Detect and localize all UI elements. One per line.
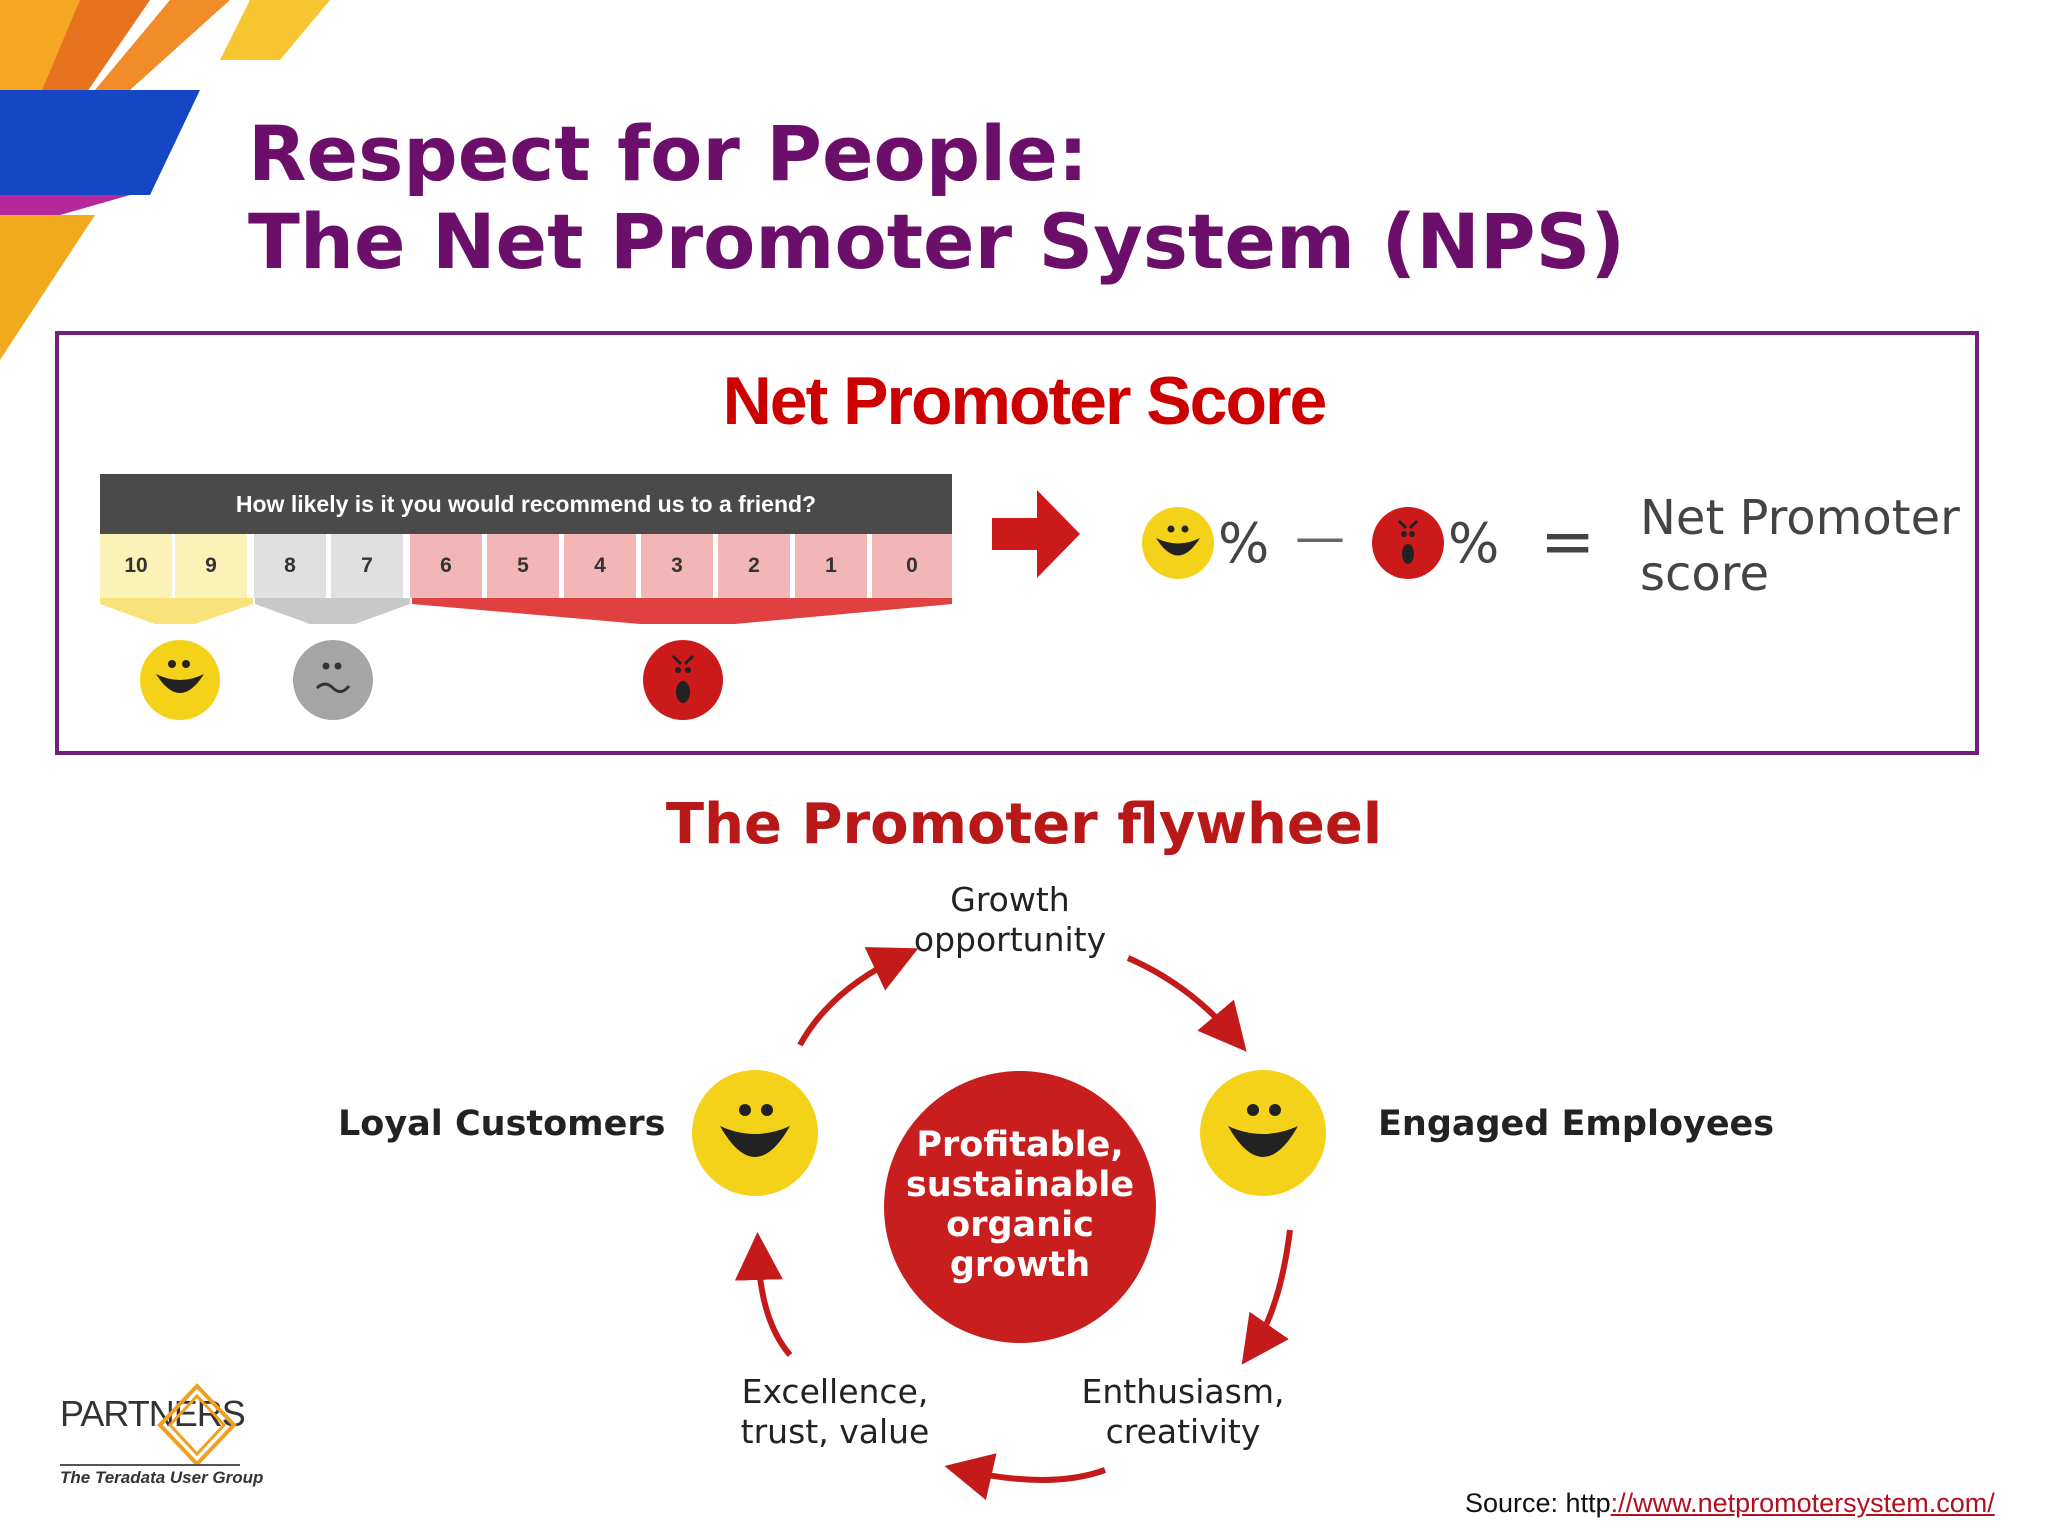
flywheel-arrow-bottom <box>944 1453 1107 1501</box>
flywheel-bottom-left-line-1: Excellence, <box>741 1372 929 1411</box>
score-cell: 10 <box>100 534 175 598</box>
happy-face-icon <box>1142 507 1214 579</box>
diamond-logo-icon <box>157 1383 237 1467</box>
flywheel-top-label-line-1: Growth <box>950 880 1070 919</box>
flywheel-bottom-right-line-1: Enthusiasm, <box>1081 1372 1285 1411</box>
nps-heading: Net Promoter Score <box>722 363 1328 439</box>
slide-title-line-2: The Net Promoter System (NPS) <box>248 197 1626 286</box>
flywheel-bottom-right-line-2: creativity <box>1105 1412 1261 1451</box>
score-cell: 4 <box>564 534 639 598</box>
score-cell: 9 <box>175 534 250 598</box>
neutral-face-icon <box>293 640 373 720</box>
source-citation: Source: http://www.netpromotersystem.com… <box>1465 1488 1995 1519</box>
flywheel-arrow-top-right <box>1126 955 1247 1052</box>
happy-face-icon <box>140 640 220 720</box>
detractor-percent-sign: % <box>1448 512 1500 575</box>
detractor-bracket <box>412 598 952 624</box>
flywheel-arrow-right <box>1241 1229 1293 1365</box>
happy-face-icon <box>1200 1070 1326 1196</box>
loyal-customers-label: Loyal Customers <box>338 1104 666 1144</box>
flywheel-diagram <box>734 947 1293 1501</box>
flywheel-top-label-line-2: opportunity <box>913 920 1107 959</box>
center-text-line-4: growth <box>949 1245 1091 1285</box>
equals-sign: = <box>1540 503 1596 580</box>
score-cell: 0 <box>872 534 952 598</box>
source-link[interactable]: ://www.netpromotersystem.com/ <box>1610 1488 1995 1518</box>
score-cell: 3 <box>641 534 716 598</box>
score-cell: 6 <box>410 534 485 598</box>
right-arrow-icon <box>992 490 1080 578</box>
flywheel-title: The Promoter flywheel <box>665 792 1383 857</box>
logo-divider <box>60 1464 240 1466</box>
passive-bracket <box>255 598 410 624</box>
center-growth-text: Profitable, sustainable organic growth <box>885 1125 1155 1285</box>
score-cell: 2 <box>718 534 793 598</box>
score-cell: 7 <box>331 534 406 598</box>
engaged-employees-label: Engaged Employees <box>1378 1104 1775 1144</box>
center-text-line-3: organic <box>946 1205 1094 1245</box>
corner-decoration <box>0 0 330 360</box>
nps-result-line-1: Net Promoter <box>1640 490 1960 546</box>
score-cell: 1 <box>795 534 870 598</box>
angry-face-icon <box>1372 507 1444 579</box>
score-cell: 5 <box>487 534 562 598</box>
promoter-percent-sign: % <box>1218 512 1270 575</box>
nps-result-line-2: score <box>1640 546 1769 602</box>
nps-question: How likely is it you would recommend us … <box>100 474 952 534</box>
score-group-brackets <box>100 598 952 624</box>
minus-sign: — <box>1295 508 1345 566</box>
score-cell: 8 <box>254 534 329 598</box>
flywheel-arrow-left <box>734 1232 793 1357</box>
source-prefix: Source: http <box>1465 1488 1611 1518</box>
nps-panel <box>55 331 1979 755</box>
slide-title-line-1: Respect for People: <box>248 109 1089 198</box>
promoter-bracket <box>100 598 253 624</box>
happy-face-icon <box>692 1070 818 1196</box>
center-text-line-1: Profitable, <box>916 1125 1124 1165</box>
angry-face-icon <box>643 640 723 720</box>
center-circle <box>884 1071 1156 1343</box>
logo-subtitle: The Teradata User Group <box>60 1468 264 1487</box>
center-text-line-2: sustainable <box>905 1165 1135 1205</box>
flywheel-bottom-left-line-2: trust, value <box>740 1412 930 1451</box>
flywheel-arrow-top-left <box>797 947 919 1047</box>
